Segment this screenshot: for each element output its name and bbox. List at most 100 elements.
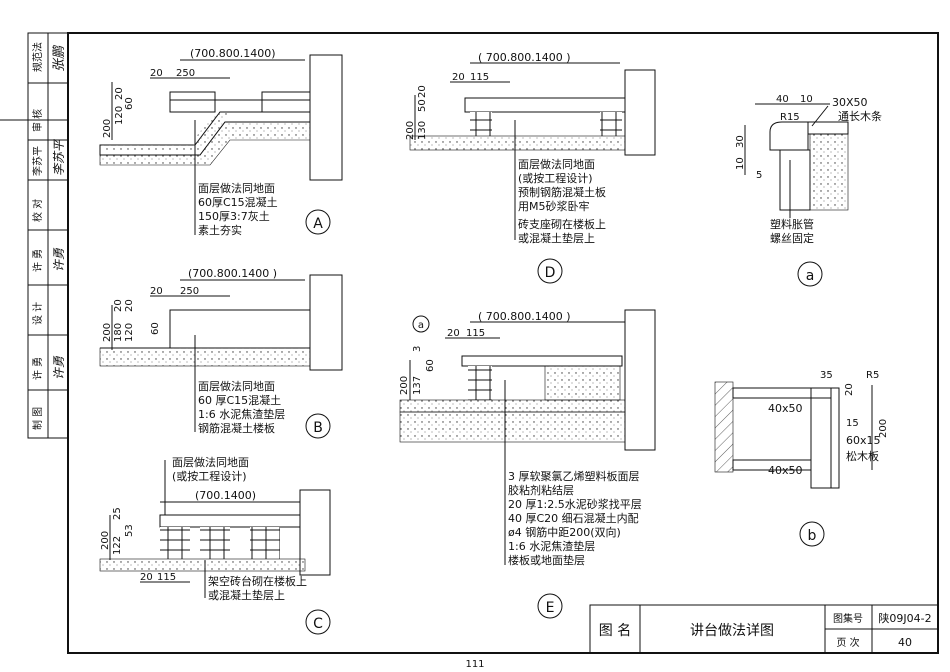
detail-e-note-0: 3 厚软聚氯乙烯塑料板面层 [508, 469, 640, 483]
detail-b-small: 35 R5 20 15 200 40x50 40x50 60x15 松木板 b [714, 370, 889, 547]
detail-e-note-3: 40 厚C20 细石混凝土内配 [508, 511, 639, 525]
sidebar-label-4: 许 勇 [32, 249, 44, 272]
detail-d-dim-0: 20 [452, 72, 465, 83]
detail-b-note-3: 钢筋混凝土楼板 [198, 421, 275, 435]
detail-bsm-note-1: 松木板 [846, 449, 879, 463]
detail-e-dim-5: 3 [412, 346, 423, 352]
detail-asm-dim-3: 10 [735, 157, 746, 170]
detail-b-dim-4: 120 [124, 323, 135, 342]
detail-b-marker: B [313, 420, 323, 436]
detail-asm-note-2: 塑料胀管 [770, 217, 814, 231]
detail-a-note-3: 素土夯实 [198, 223, 242, 237]
page-number: 111 [465, 659, 484, 670]
detail-bsm-dim-2: 20 [844, 383, 855, 396]
detail-e-dim-3: 137 [412, 376, 423, 395]
detail-bsm-dim-4: 200 [878, 419, 889, 438]
detail-d-note-1: (或按工程设计) [518, 171, 593, 185]
detail-a-dim-1: 250 [176, 68, 195, 79]
detail-bsm-dim-1: R5 [866, 370, 879, 381]
detail-d-marker: D [545, 265, 556, 281]
detail-a-dim-3: 120 [114, 106, 125, 125]
detail-b-note-0: 面层做法同地面 [198, 379, 275, 393]
detail-c-dim-0: 200 [100, 531, 111, 550]
sidebar-sign-2: 李苏平 [52, 138, 66, 176]
detail-c-dim-4: 20 [140, 572, 153, 583]
detail-e-dim-1: 115 [466, 328, 485, 339]
title-block-page-no: 40 [898, 636, 912, 649]
detail-b-dim-3: 180 [113, 323, 124, 342]
detail-e: a ( 700.800.1400 ) 20 115 200 137 60 3 3… [399, 309, 656, 619]
title-block-drawing-title: 讲台做法详图 [690, 623, 774, 639]
detail-c-dim-2: 53 [124, 524, 135, 537]
detail-a-dim-0: 20 [150, 68, 163, 79]
detail-asm-note-0: 30X50 [832, 96, 868, 109]
detail-e-note-5: 1:6 水泥焦渣垫层 [508, 539, 595, 553]
detail-e-note-6: 楼板或地面垫层 [508, 553, 585, 567]
sidebar-label-5: 设 计 [31, 302, 44, 325]
detail-d-dim-4: 50 [417, 99, 428, 112]
detail-a-span: (700.800.1400) [190, 47, 276, 60]
detail-d-dim-1: 115 [470, 72, 489, 83]
detail-c-marker: C [313, 616, 323, 632]
detail-b-dim-7: 60 [150, 322, 161, 335]
detail-e-ref: a [418, 320, 424, 331]
detail-d-dim-5: 20 [417, 85, 428, 98]
detail-bsm-marker: b [808, 528, 817, 544]
detail-b-dim-6: 20 [124, 299, 135, 312]
title-block-page-label: 页 次 [836, 636, 859, 649]
detail-a-note-1: 60厚C15混凝土 [198, 195, 278, 209]
sidebar-label-6: 许 勇 [32, 357, 44, 380]
detail-bsm-dim-3: 15 [846, 418, 859, 429]
detail-d-dim-3: 130 [417, 121, 428, 140]
detail-asm-dim-0: 40 [776, 94, 789, 105]
detail-c-note-0: 架空砖台砌在楼板上 [208, 574, 307, 588]
detail-bsm-dim-6: 40x50 [768, 464, 803, 477]
approval-labels: 规范法 张鹏 审 核 李苏平 李苏平 校 对 许 勇 许勇 设 计 许 勇 许勇… [31, 42, 67, 430]
title-block: 图 名 讲台做法详图 图集号 陕09J04-2 页 次 40 [589, 604, 939, 654]
title-block-atlas-label: 图集号 [833, 612, 863, 625]
detail-c-dim-3: 25 [112, 507, 123, 520]
detail-c: 面层做法同地面 (或按工程设计) (700.1400) 200 122 53 2… [99, 455, 331, 635]
title-block-drawing-label: 图 名 [599, 623, 631, 639]
detail-e-dim-4: 60 [425, 359, 436, 372]
title-block-atlas-no: 陕09J04-2 [878, 611, 931, 625]
detail-a-dim-5: 60 [124, 97, 135, 110]
sidebar-label-1: 审 核 [31, 109, 44, 132]
detail-b-span: (700.800.1400 ) [188, 267, 277, 280]
detail-e-note-1: 胶粘剂粘结层 [508, 483, 574, 497]
detail-d-note-0: 面层做法同地面 [518, 157, 595, 171]
detail-e-span: ( 700.800.1400 ) [478, 310, 571, 323]
sidebar-label-2: 李苏平 [31, 146, 44, 176]
sidebar-sign-0: 张鹏 [52, 44, 67, 72]
detail-b-dim-1: 250 [180, 286, 199, 297]
detail-asm-note-3: 螺丝固定 [770, 231, 814, 245]
detail-d-note-4: 砖支座砌在楼板上 [518, 217, 606, 231]
sidebar-sign-4: 许勇 [52, 247, 66, 272]
detail-a-dim-2: 200 [102, 119, 113, 138]
detail-a: (700.800.1400) 20 250 200 120 20 60 面层做法… [99, 47, 343, 237]
detail-b-dim-2: 200 [102, 323, 113, 342]
sidebar-label-3: 校 对 [31, 199, 44, 222]
detail-asm-note-1: 通长木条 [838, 109, 882, 123]
detail-bsm-dim-0: 35 [820, 370, 833, 381]
detail-e-note-2: 20 厚1:2.5水泥砂浆找平层 [508, 497, 642, 511]
detail-c-dim-1: 122 [112, 536, 123, 555]
detail-b-note-2: 1:6 水泥焦渣垫层 [198, 407, 285, 421]
detail-e-dim-2: 200 [399, 376, 410, 395]
sidebar-sign-6: 许勇 [52, 355, 66, 380]
detail-c-dim-5: 115 [157, 572, 176, 583]
detail-a-small: 40 10 R15 10 30 5 30X50 通长木条 塑料胀管 螺丝固定 a [735, 94, 882, 287]
detail-b-note-1: 60 厚C15混凝土 [198, 393, 281, 407]
detail-b: (700.800.1400 ) 20 250 200 180 120 20 20… [99, 267, 343, 439]
detail-asm-dim-2: R15 [780, 112, 800, 123]
detail-d-dim-2: 200 [405, 121, 416, 140]
detail-bsm-dim-5: 40x50 [768, 402, 803, 415]
detail-asm-marker: a [806, 268, 815, 284]
detail-e-marker: E [546, 600, 555, 616]
detail-asm-dim-4: 30 [735, 135, 746, 148]
detail-a-note-2: 150厚3:7灰土 [198, 209, 270, 223]
detail-asm-dim-5: 5 [756, 170, 762, 181]
detail-c-note-top-0: 面层做法同地面 [172, 455, 249, 469]
detail-a-note-0: 面层做法同地面 [198, 181, 275, 195]
